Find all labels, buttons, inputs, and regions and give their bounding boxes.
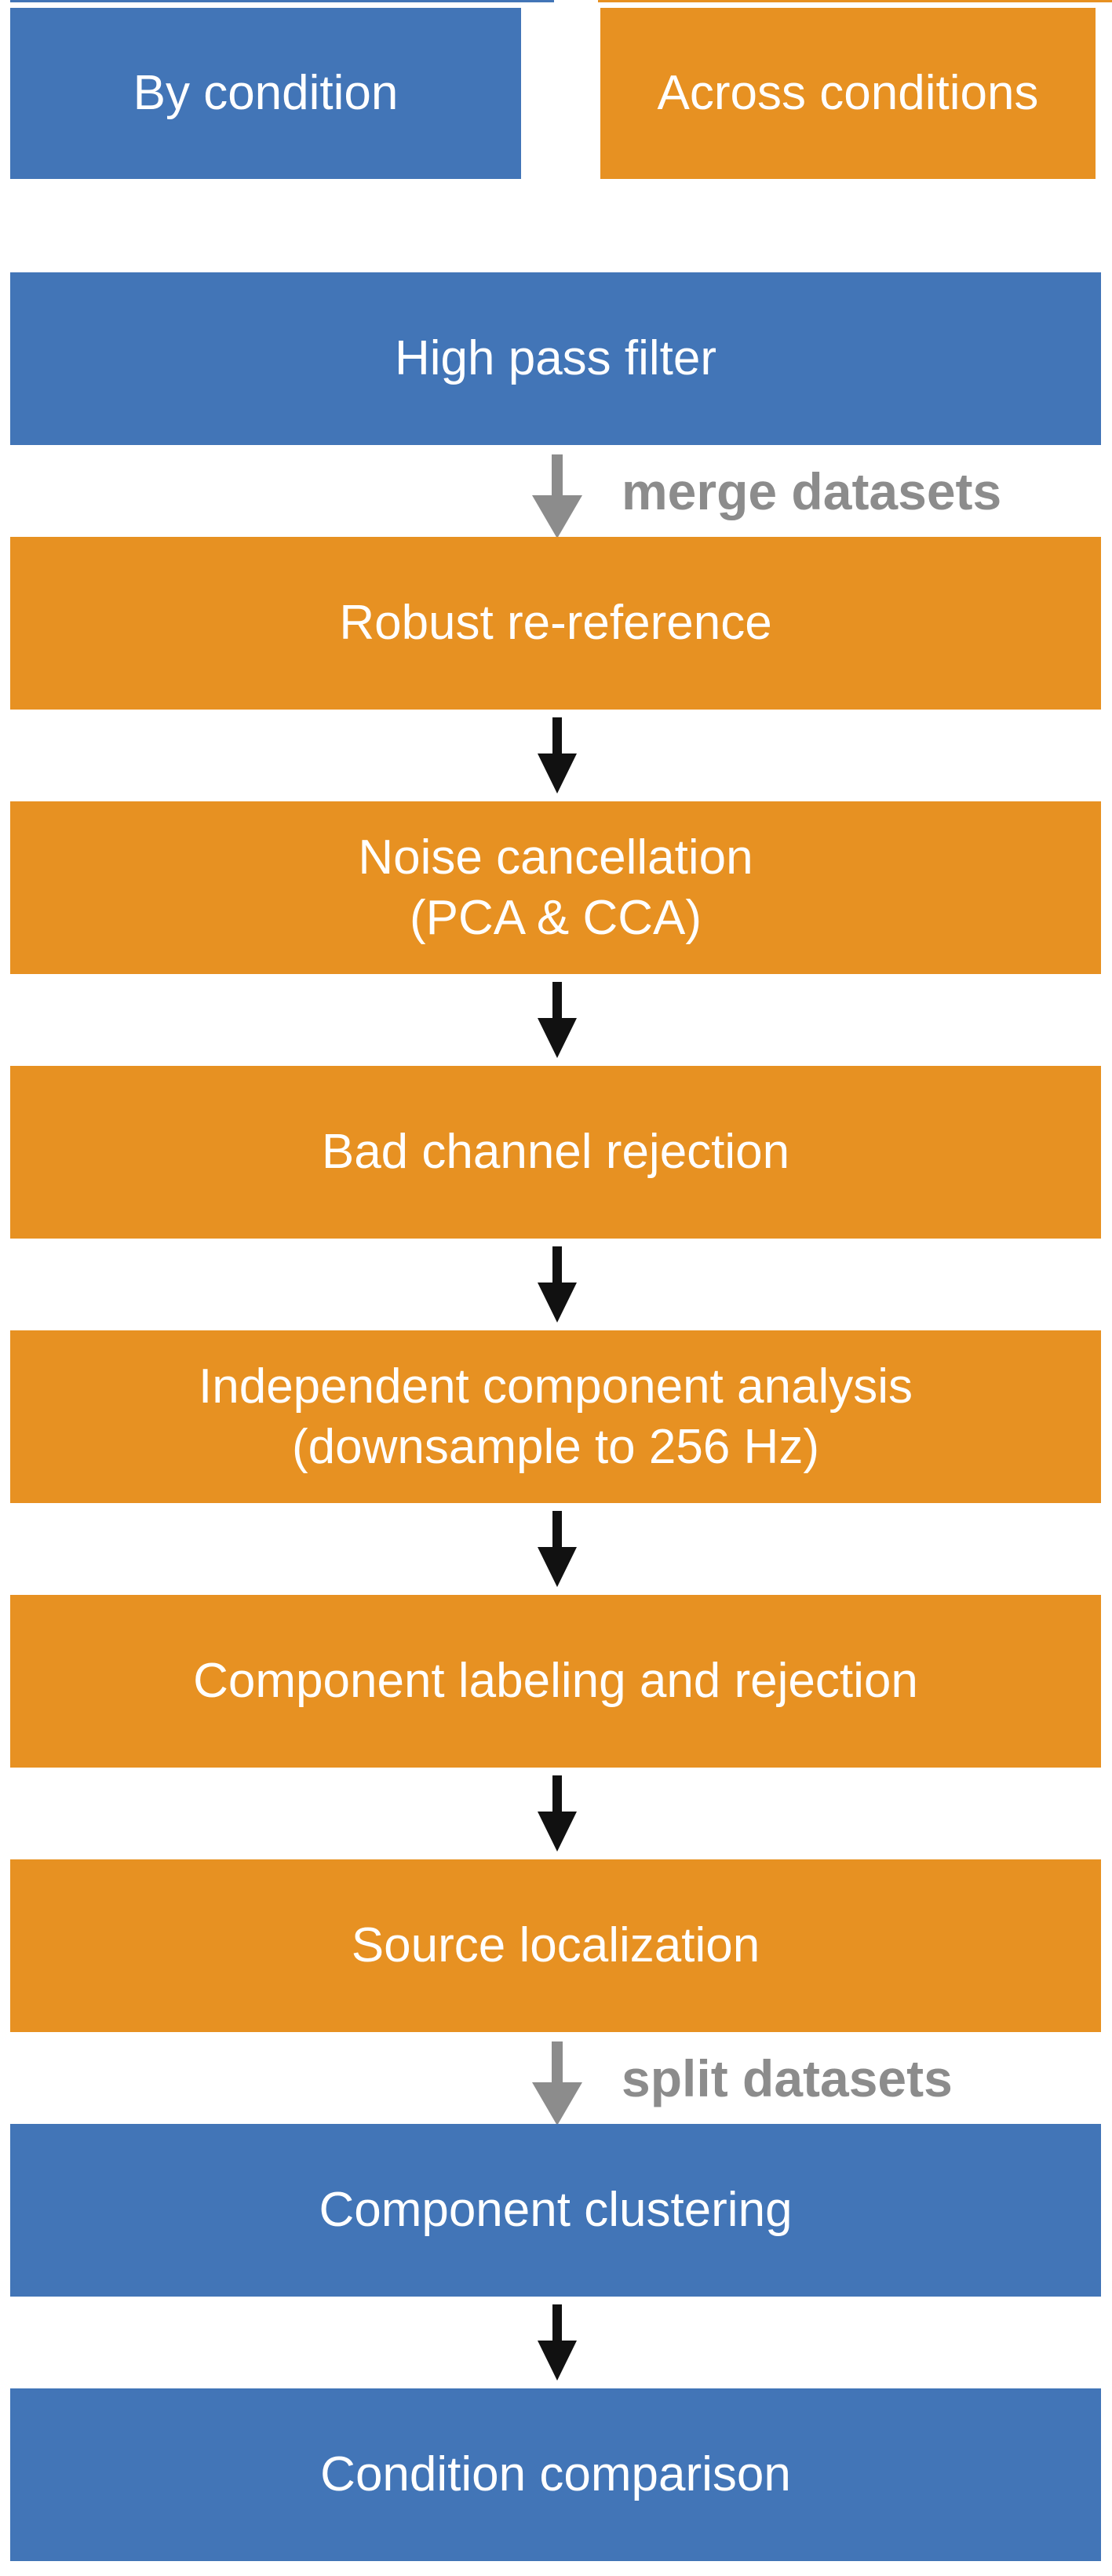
down-arrow-icon	[532, 2304, 582, 2381]
step-label: Noise cancellation (PCA & CCA)	[358, 830, 753, 946]
step-label: Bad channel rejection	[321, 1125, 790, 1180]
arrow-shaft	[552, 1511, 562, 1547]
arrow-shaft	[552, 1246, 562, 1283]
down-arrow-icon	[532, 1511, 582, 1587]
legend-by-condition-label: By condition	[133, 66, 399, 121]
legend-across-conditions-label: Across conditions	[657, 66, 1039, 121]
step-component-labeling-rejection: Component labeling and rejection	[10, 1595, 1101, 1768]
down-arrow-icon	[532, 982, 582, 1058]
cropped-box-sliver-blue	[10, 0, 554, 2]
step-component-clustering: Component clustering	[10, 2124, 1101, 2297]
step-label: Component labeling and rejection	[193, 1654, 918, 1709]
arrow-head	[538, 1283, 577, 1323]
step-independent-component-analysis: Independent component analysis (downsamp…	[10, 1330, 1101, 1503]
legend-across-conditions: Across conditions	[600, 8, 1096, 179]
step-bad-channel-rejection: Bad channel rejection	[10, 1066, 1101, 1239]
step-high-pass-filter: High pass filter	[10, 272, 1101, 445]
arrow-head	[532, 495, 582, 538]
cropped-box-sliver-orange	[598, 0, 1112, 2]
split-arrow-icon	[532, 2041, 582, 2125]
step-label: High pass filter	[394, 331, 717, 386]
arrow-head	[532, 2082, 582, 2125]
arrow-shaft	[552, 454, 563, 495]
arrow-shaft	[552, 717, 562, 753]
split-datasets-label: split datasets	[622, 2049, 953, 2107]
down-arrow-icon	[532, 1775, 582, 1852]
step-label: Independent component analysis (downsamp…	[199, 1359, 913, 1475]
merge-datasets-label: merge datasets	[622, 462, 1002, 520]
down-arrow-icon	[532, 717, 582, 794]
arrow-head	[538, 1018, 577, 1058]
arrow-shaft	[552, 982, 562, 1018]
step-condition-comparison: Condition comparison	[10, 2388, 1101, 2561]
arrow-head	[538, 1547, 577, 1587]
arrow-head	[538, 753, 577, 794]
arrow-shaft	[552, 2304, 562, 2341]
step-label: Condition comparison	[320, 2447, 791, 2502]
step-robust-re-reference: Robust re-reference	[10, 537, 1101, 710]
step-label: Component clustering	[319, 2183, 793, 2238]
step-noise-cancellation: Noise cancellation (PCA & CCA)	[10, 801, 1101, 974]
down-arrow-icon	[532, 1246, 582, 1323]
arrow-shaft	[552, 1775, 562, 1812]
arrow-head	[538, 2341, 577, 2381]
step-source-localization: Source localization	[10, 1859, 1101, 2032]
arrow-head	[538, 1812, 577, 1852]
merge-arrow-icon	[532, 454, 582, 538]
step-label: Source localization	[351, 1918, 760, 1973]
arrow-shaft	[552, 2041, 563, 2082]
legend-by-condition: By condition	[10, 8, 521, 179]
step-label: Robust re-reference	[339, 596, 772, 651]
